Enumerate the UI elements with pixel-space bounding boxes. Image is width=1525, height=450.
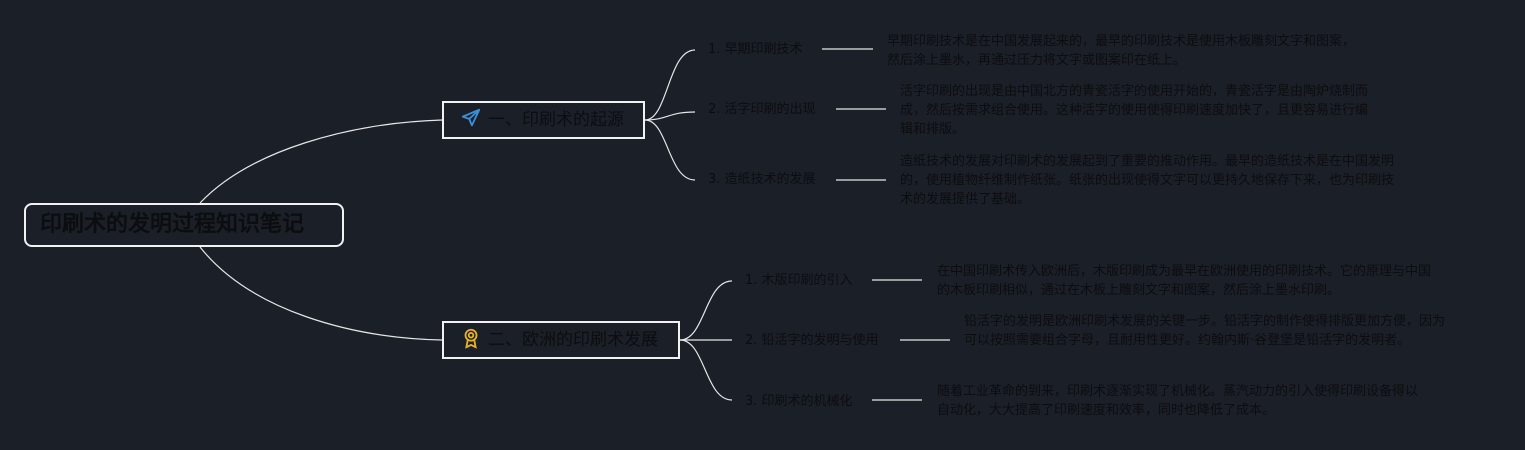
award-ribbon-icon (460, 327, 482, 349)
branch-topic-origin[interactable]: 一、印刷术的起源 (442, 101, 645, 139)
link-root-branch-1 (199, 119, 443, 204)
note-lead-type: 铅活字的发明是欧洲印刷术发展的关键一步。铅活字的制作使得排版更加方便，因为可以按… (964, 314, 1446, 348)
branch-topic-label: 二、欧洲的印刷术发展 (488, 330, 658, 350)
branch-topic-label: 一、印刷术的起源 (488, 110, 624, 130)
root-topic[interactable]: 印刷术的发明过程知识笔记 (24, 203, 344, 247)
note-early-printing: 早期印刷技术是在中国发展起来的，最早的印刷技术是使用木板雕刻文字和图案，然后涂上… (887, 34, 1356, 68)
link-b1-item-3 (644, 119, 696, 181)
paper-plane-icon (460, 107, 482, 129)
subtopic-papermaking[interactable]: 3. 造纸技术的发展 (708, 172, 816, 187)
subtopic-woodblock[interactable]: 1. 木版印刷的引入 (745, 273, 853, 288)
note-woodblock: 在中国印刷术传入欧洲后，木版印刷成为最早在欧洲使用的印刷技术。它的原理与中国的木… (937, 264, 1432, 298)
note-movable-type: 活字印刷的出现是由中国北方的青瓷活字的使用开始的，青瓷活字是由陶炉烧制而成，然后… (900, 84, 1369, 137)
link-b1-item-1 (644, 49, 696, 121)
note-papermaking: 造纸技术的发展对印刷术的发展起到了重要的推动作用。最早的造纸技术是在中国发明的，… (900, 154, 1395, 207)
subtopic-early-printing[interactable]: 1. 早期印刷技术 (708, 42, 803, 57)
branch-topic-europe[interactable]: 二、欧洲的印刷术发展 (442, 321, 680, 359)
root-topic-label: 印刷术的发明过程知识笔记 (40, 212, 305, 237)
link-b2-item-3 (679, 339, 733, 401)
subtopic-lead-type[interactable]: 2. 铅活字的发明与使用 (745, 333, 879, 348)
link-b1-item-2 (644, 111, 696, 121)
subtopic-mechanization[interactable]: 3. 印刷术的机械化 (745, 394, 853, 409)
note-mechanization: 随着工业革命的到来，印刷术逐渐实现了机械化。蒸汽动力的引入使得印刷设备得以自动化… (937, 384, 1419, 418)
link-root-branch-2 (199, 246, 443, 341)
link-b2-item-1 (679, 280, 733, 341)
subtopic-movable-type[interactable]: 2. 活字印刷的出现 (708, 102, 816, 117)
